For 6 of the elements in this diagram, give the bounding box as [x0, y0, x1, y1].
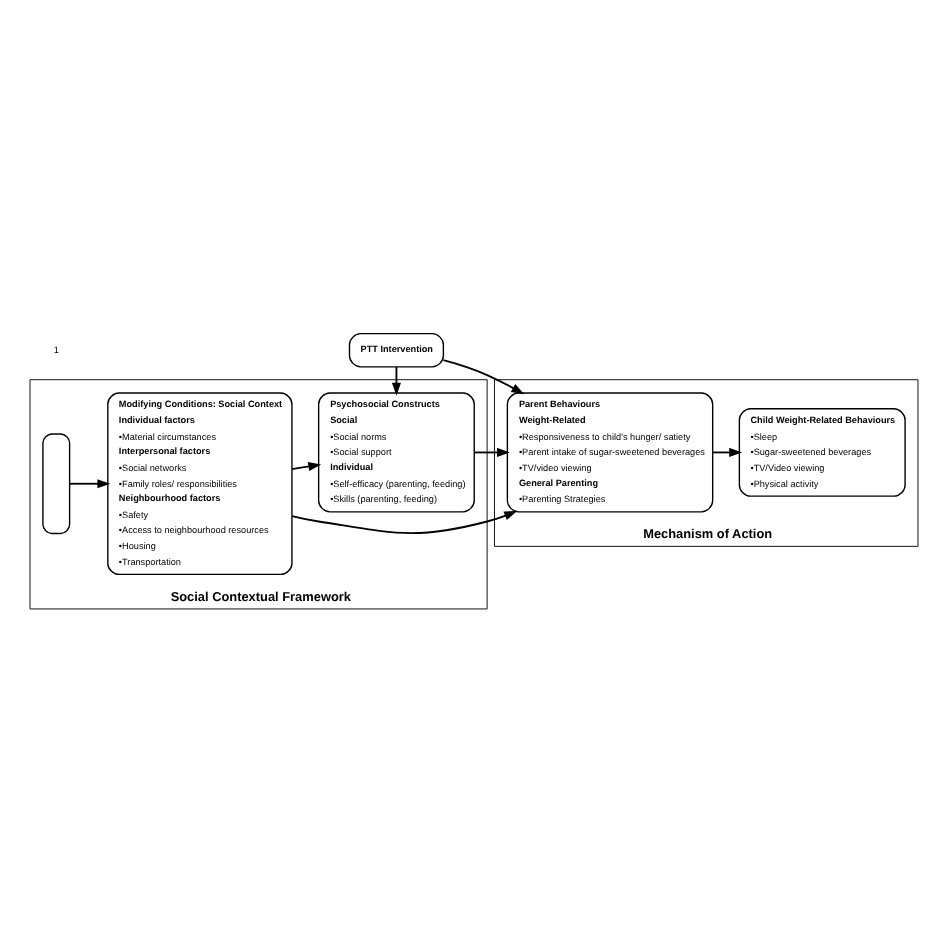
- arrow: [473, 446, 510, 456]
- arrow: [291, 460, 322, 470]
- node-box: [42, 432, 71, 534]
- arrow: [291, 509, 518, 534]
- arrow: [442, 358, 525, 394]
- arrow: [68, 478, 111, 488]
